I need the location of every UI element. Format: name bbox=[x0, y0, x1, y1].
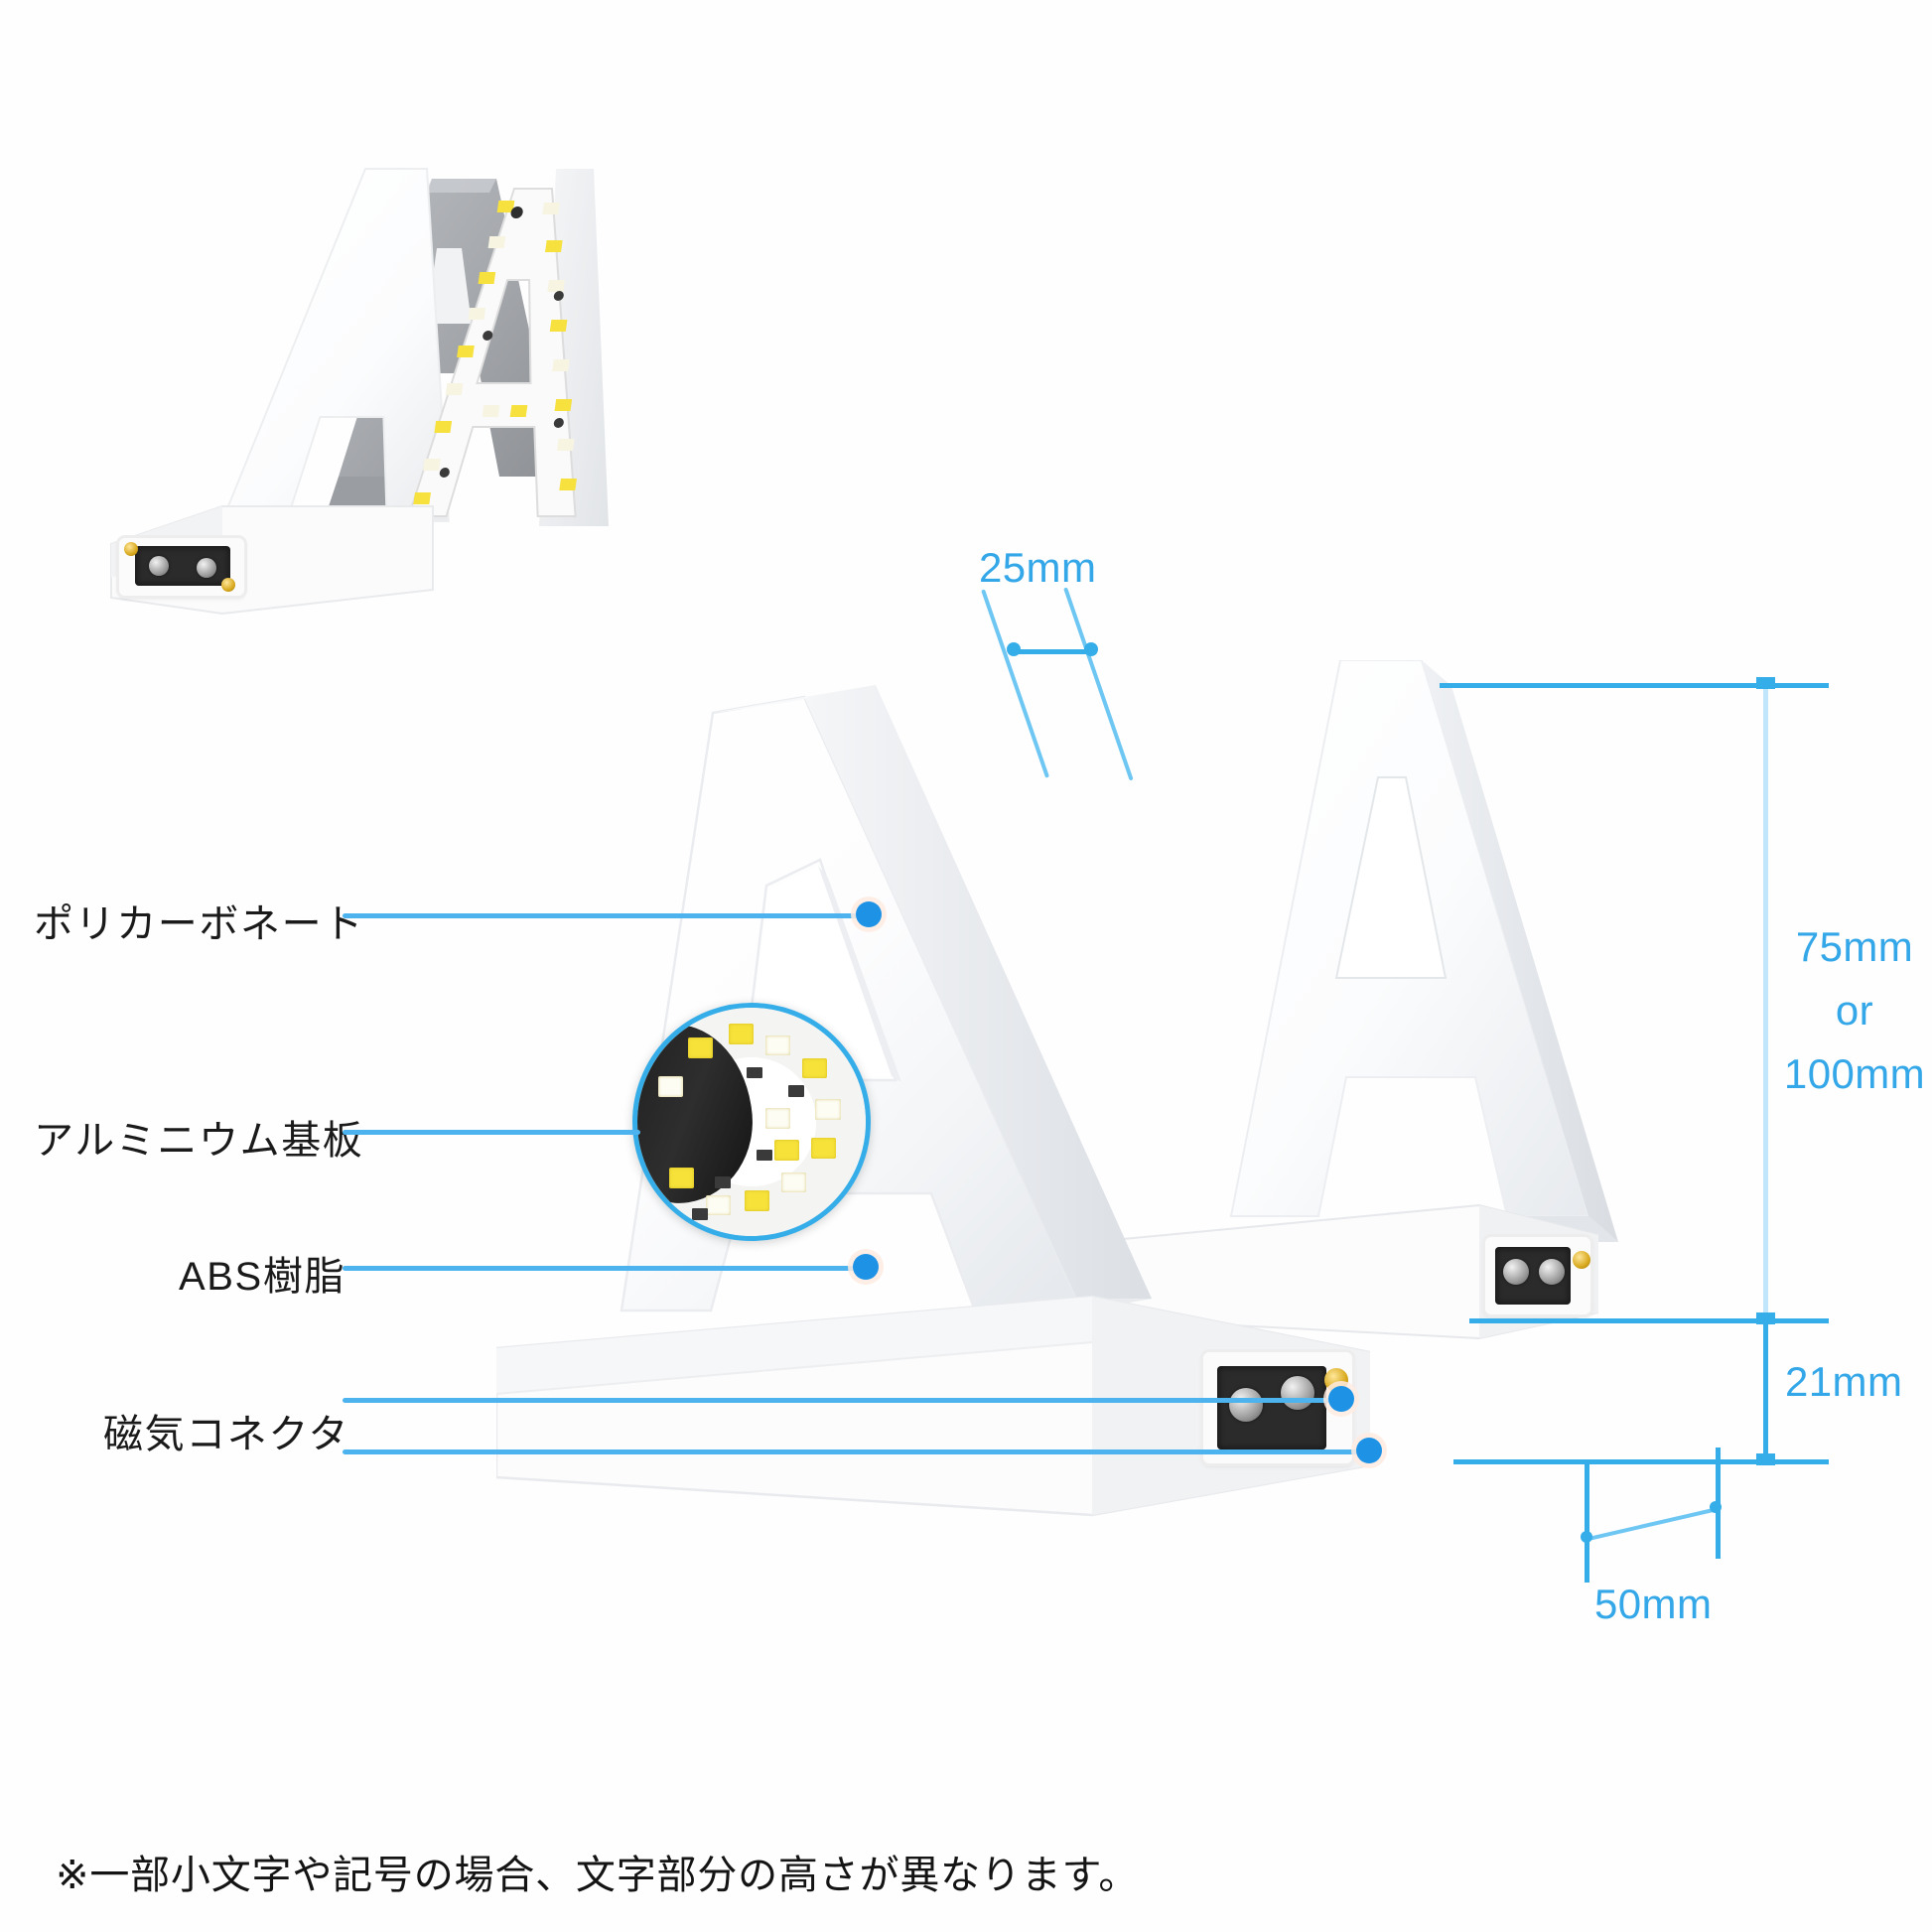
dimension-label-height-line2: or bbox=[1835, 987, 1874, 1034]
callout-label-magnetic-connector: 磁気コネクタ bbox=[103, 1413, 349, 1456]
led-chips bbox=[413, 201, 577, 504]
led-chip bbox=[764, 1108, 791, 1129]
connector-magnet-left bbox=[149, 556, 169, 576]
exploded-base bbox=[105, 486, 434, 625]
dimension-line-height bbox=[1763, 683, 1768, 1318]
leader-line-aluminum-pcb bbox=[343, 1130, 640, 1135]
dimension-ext-middle bbox=[1469, 1318, 1829, 1323]
led-chip bbox=[774, 1140, 800, 1162]
led-chip bbox=[810, 1138, 837, 1159]
dimension-tick-top bbox=[1756, 677, 1775, 689]
dimension-tick-50mm-right bbox=[1710, 1501, 1722, 1513]
pcb-component bbox=[756, 1149, 772, 1162]
callout-label-aluminum-pcb: アルミニウム基板 bbox=[34, 1119, 364, 1163]
leader-line-magnetic-connector-2 bbox=[343, 1449, 1366, 1454]
footnote-text: ※一部小文字や記号の場合、文字部分の高さが異なります。 bbox=[56, 1854, 1140, 1897]
front-letter-base bbox=[496, 1291, 1370, 1519]
dimension-tick-25mm-left bbox=[1007, 642, 1021, 656]
pcb-component bbox=[715, 1176, 732, 1188]
dimension-tick-middle bbox=[1756, 1312, 1775, 1324]
dimension-ext-50mm-left bbox=[1585, 1463, 1589, 1583]
callout-label-abs-resin: ABS樹脂 bbox=[179, 1255, 346, 1299]
dimension-line-base-height bbox=[1763, 1318, 1768, 1459]
callout-label-polycarbonate: ポリカーボネート bbox=[34, 902, 364, 946]
leader-dot-magnetic-connector-1 bbox=[1328, 1386, 1354, 1412]
dimension-tick-50mm-left bbox=[1581, 1531, 1592, 1543]
led-chip bbox=[687, 1036, 713, 1058]
rear-letter-a bbox=[1102, 660, 1767, 1395]
dimension-line-50mm bbox=[1587, 1507, 1718, 1541]
leader-dot-polycarbonate bbox=[856, 901, 882, 927]
front-connector-magnet-right bbox=[1281, 1376, 1314, 1410]
rear-letter-base bbox=[1102, 1201, 1598, 1355]
led-chip bbox=[657, 1076, 683, 1097]
pcb-component bbox=[787, 1085, 804, 1097]
led-chip bbox=[669, 1168, 695, 1188]
led-pcb-letter bbox=[407, 188, 577, 517]
exploded-assembly-photo bbox=[99, 159, 715, 675]
led-chip bbox=[780, 1172, 807, 1193]
dimension-ext-bottom bbox=[1453, 1459, 1829, 1464]
dimension-ext-top bbox=[1440, 683, 1829, 688]
rear-connector-magnet-left bbox=[1503, 1259, 1529, 1285]
led-chip bbox=[729, 1024, 755, 1044]
connector-magnet-right bbox=[197, 558, 216, 578]
dimension-label-height-line1: 75mm bbox=[1795, 923, 1914, 970]
led-chip bbox=[815, 1099, 841, 1120]
dimension-label-base-depth: 50mm bbox=[1594, 1581, 1713, 1627]
leader-dot-magnetic-connector-2 bbox=[1356, 1438, 1382, 1463]
leader-line-polycarbonate bbox=[343, 913, 869, 918]
dimension-tick-bottom bbox=[1756, 1453, 1775, 1465]
pcb-magnifier-inset bbox=[632, 1003, 871, 1241]
connector-pin-top bbox=[124, 542, 138, 556]
dimension-label-base-height: 21mm bbox=[1785, 1358, 1903, 1405]
led-chip bbox=[801, 1057, 827, 1079]
leader-line-abs-resin bbox=[343, 1266, 866, 1271]
pcb-component bbox=[747, 1066, 763, 1079]
rear-connector-magnet-right bbox=[1539, 1259, 1565, 1285]
dimension-tick-25mm-right bbox=[1084, 642, 1098, 656]
front-connector-magnet-left bbox=[1229, 1388, 1263, 1422]
led-chip bbox=[706, 1194, 732, 1216]
dimension-label-height-line3: 100mm bbox=[1783, 1050, 1926, 1097]
dimension-label-depth-top: 25mm bbox=[979, 544, 1097, 591]
led-chip bbox=[745, 1190, 770, 1211]
pcb-component bbox=[692, 1208, 709, 1220]
connector-pin-bottom bbox=[221, 578, 235, 592]
rear-connector-pin bbox=[1573, 1251, 1590, 1269]
dimension-line-25mm bbox=[1015, 649, 1092, 654]
leader-dot-abs-resin bbox=[853, 1254, 879, 1280]
leader-line-magnetic-connector-1 bbox=[343, 1398, 1338, 1403]
led-chip bbox=[764, 1035, 791, 1056]
dimension-label-height: 75mm or 100mm bbox=[1777, 923, 1932, 1098]
